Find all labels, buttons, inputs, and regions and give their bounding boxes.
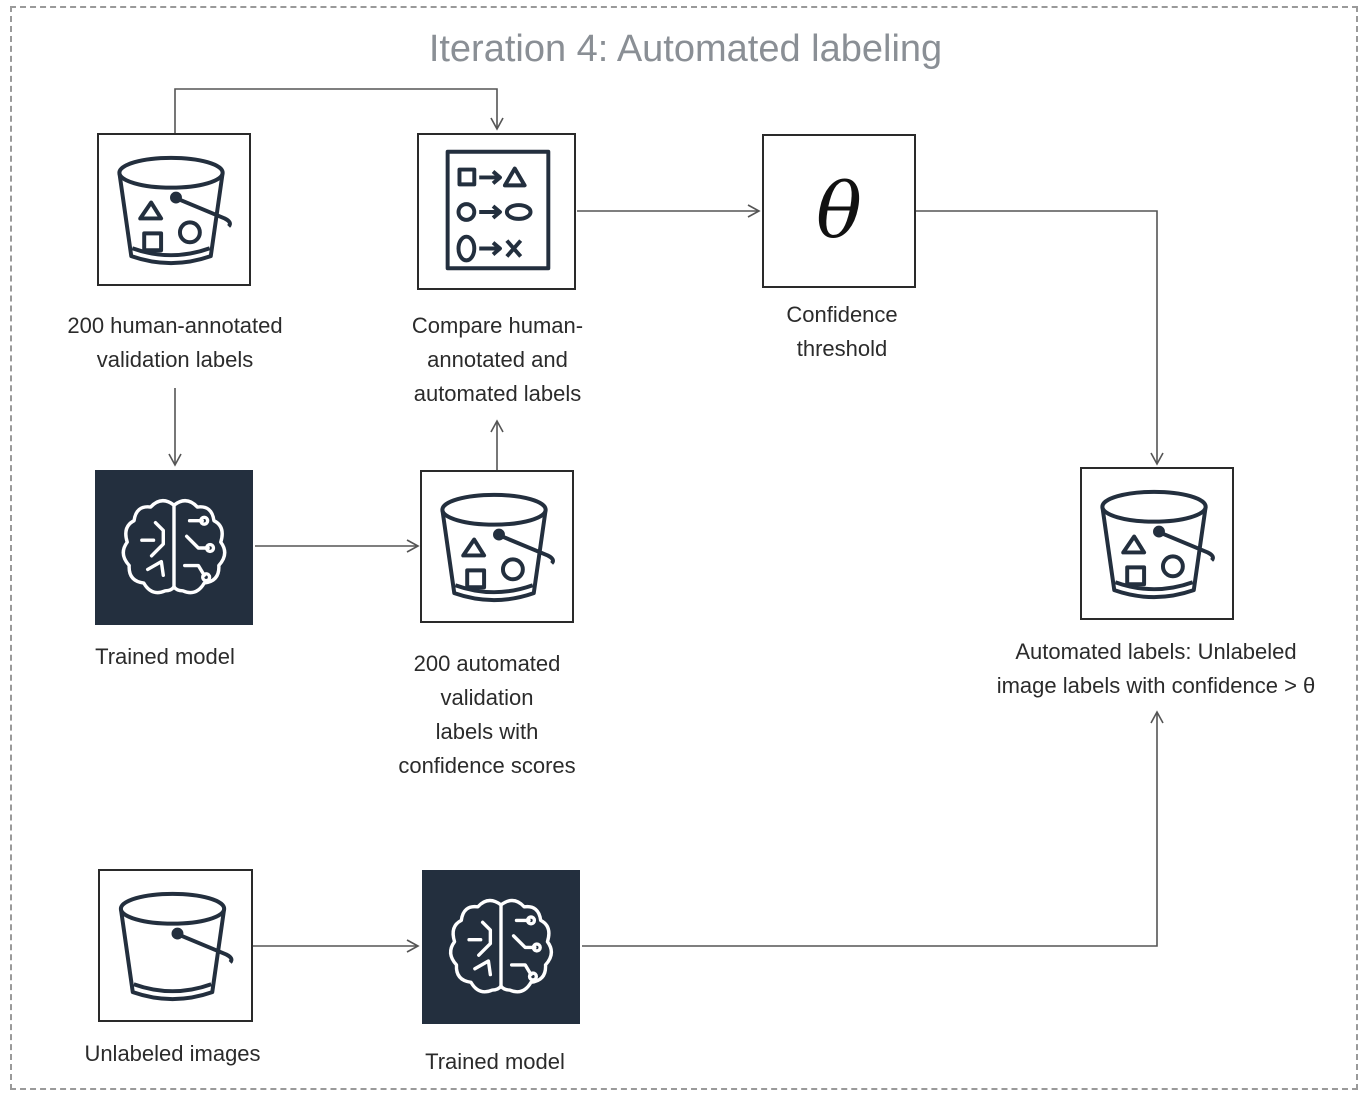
auto-labels-caption: Automated labels: Unlabeled image labels… — [996, 639, 1316, 698]
compare-node — [417, 133, 576, 290]
trained-model-top-node — [95, 470, 253, 625]
bucket-shapes-icon — [1100, 489, 1215, 600]
human-labels-node — [97, 133, 251, 286]
trained-model-bottom-node — [422, 870, 580, 1024]
unlabeled-images-node — [98, 869, 253, 1022]
compare-caption: Compare human- annotated and automated l… — [411, 313, 584, 406]
theta-icon: θ — [816, 166, 862, 255]
auto-validation-caption: 200 automated validation labels with con… — [398, 651, 576, 778]
threshold-node: θ — [762, 134, 916, 288]
trained-model-bottom-caption: Trained model — [425, 1049, 565, 1074]
bucket-shapes-icon — [117, 155, 232, 266]
bucket-shapes-icon — [440, 492, 555, 603]
trained-model-top-caption: Trained model — [95, 644, 235, 669]
diagram-title: Iteration 4: Automated labeling — [428, 28, 943, 70]
bucket-icon — [118, 891, 234, 1002]
auto-labels-node — [1080, 467, 1234, 620]
mapping-list-icon — [445, 149, 551, 271]
auto-validation-node — [420, 470, 574, 623]
unlabeled-images-caption: Unlabeled images — [84, 1041, 261, 1066]
threshold-caption: Confidence threshold — [786, 302, 898, 361]
human-labels-caption: 200 human-annotated validation labels — [67, 313, 283, 372]
brain-icon — [448, 898, 554, 994]
diagram-frame — [10, 6, 1358, 1090]
brain-icon — [121, 499, 227, 595]
